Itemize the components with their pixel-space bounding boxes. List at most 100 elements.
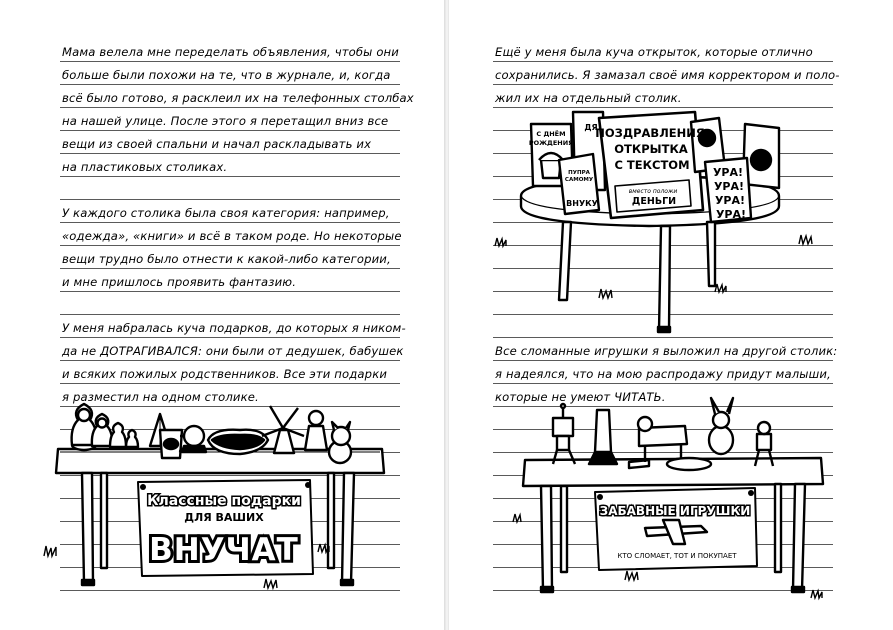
main-card-line5: ДЕНЬГИ xyxy=(632,196,676,207)
ruled-line xyxy=(493,84,833,85)
small-card-line1: ПУПРА xyxy=(568,170,590,176)
matryoshka-icon xyxy=(108,421,128,449)
table-leg xyxy=(80,471,95,585)
ruled-line xyxy=(60,314,400,315)
small-card xyxy=(557,152,601,216)
text-line: всё было готово, я расклеил их на телефо… xyxy=(62,91,414,105)
gifts-sign-line3: ВНУЧАТ xyxy=(149,532,299,568)
text-line: на нашей улице. После этого я перетащил … xyxy=(62,114,389,128)
matryoshka-icon xyxy=(124,428,140,449)
ruled-line xyxy=(493,383,833,384)
toys-sign-line2: КТО СЛОМАЕТ, ТОТ И ПОКУПАЕТ xyxy=(617,552,737,560)
birthday-card-line1: С ДНЁМ xyxy=(536,129,565,138)
table-leg xyxy=(326,471,336,570)
gifts-table-illustration: Классные подарки ДЛЯ ВАШИХ ВНУЧАТ xyxy=(43,402,386,591)
ruled-line xyxy=(493,107,833,108)
toys-sign-line1: ЗАБАВНЫЕ ИГРУШКИ xyxy=(600,504,751,518)
table-leg xyxy=(773,482,783,574)
small-card-line2: САМОМУ xyxy=(565,177,594,183)
text-line: больше были похожи на те, что в журнале,… xyxy=(62,68,391,82)
toy-bunny-icon xyxy=(707,424,735,456)
text-line: Ещё у меня была куча открыток, которые о… xyxy=(495,45,813,59)
book-gutter xyxy=(444,0,449,630)
toy-robot-icon xyxy=(551,416,575,438)
ruled-line xyxy=(493,360,833,361)
table-leg xyxy=(657,224,672,332)
birthday-card-line2: РОЖДЕНИЯ xyxy=(529,139,573,147)
ruled-line xyxy=(493,406,833,407)
ruled-line xyxy=(60,406,400,407)
ruled-line xyxy=(60,475,400,476)
ruled-line xyxy=(60,130,400,131)
toy-dish-icon xyxy=(665,456,713,472)
ruled-line xyxy=(60,107,400,108)
ruled-line xyxy=(60,268,400,269)
table-leg xyxy=(99,471,109,570)
ruled-line xyxy=(60,176,400,177)
ruled-line xyxy=(493,61,833,62)
ruled-line xyxy=(60,84,400,85)
table-leg xyxy=(340,471,356,585)
ruled-line xyxy=(60,222,400,223)
main-card-line3: С ТЕКСТОМ xyxy=(614,158,689,172)
girl-figurine-icon xyxy=(307,409,325,427)
left-page: Мама велела мне переделать объявления, ч… xyxy=(0,0,444,630)
ruled-line xyxy=(60,590,400,591)
ruled-line xyxy=(493,590,833,591)
ruled-line xyxy=(60,291,400,292)
toy-robot-small-icon xyxy=(755,432,773,452)
ruled-line xyxy=(60,61,400,62)
cat-icon xyxy=(749,148,773,172)
windmill-icon xyxy=(272,428,296,455)
grass-tufts xyxy=(494,233,823,601)
right-page: Ещё у меня была куча открыток, которые о… xyxy=(449,0,893,630)
text-line: да не ДОТРАГИВАЛСЯ: они были от дедушек,… xyxy=(62,344,404,358)
toy-rocket-icon xyxy=(593,408,613,454)
ruled-line xyxy=(60,337,400,338)
ruled-line xyxy=(493,337,833,338)
toy-horse-icon xyxy=(637,424,689,448)
text-line: Все сломанные игрушки я выложил на друго… xyxy=(495,344,838,358)
owl-icon xyxy=(697,128,717,148)
table-leg xyxy=(791,482,807,592)
hooray-line1: УРА! xyxy=(713,166,743,179)
hooray-line2: УРА! xyxy=(714,180,744,193)
ruled-line xyxy=(60,245,400,246)
gifts-sign-line2: ДЛЯ ВАШИХ xyxy=(184,511,264,524)
gifts-sign-line1: Классные подарки xyxy=(147,493,301,509)
snow-globe-icon xyxy=(182,424,206,448)
hooray-card xyxy=(703,156,753,224)
text-line: вещи из своей спальни и начал раскладыва… xyxy=(62,137,372,151)
main-card-line4: вместо положи xyxy=(629,188,678,195)
text-line: вещи трудно было отнести к какой-либо ка… xyxy=(62,252,391,266)
text-line: и мне пришлось проявить фантазию. xyxy=(62,275,297,289)
ruled-line xyxy=(60,153,400,154)
table-leg xyxy=(559,484,569,574)
hooray-line4: УРА! xyxy=(716,208,746,221)
gifts-sign xyxy=(137,479,314,577)
main-card-line2: ОТКРЫТКА xyxy=(614,142,688,156)
text-line: я надеялся, что на мою распродажу придут… xyxy=(495,367,831,381)
table-leg xyxy=(557,220,573,302)
text-line: я разместил на одном столике. xyxy=(62,390,259,404)
ruled-line xyxy=(493,452,833,453)
tall-card-text: ДЯ xyxy=(584,123,597,132)
text-line: которые не умеют ЧИТАТЬ. xyxy=(495,390,666,404)
small-card-line3: ВНУКУ xyxy=(566,199,598,208)
text-line: Мама велела мне переделать объявления, ч… xyxy=(62,45,399,59)
table-leg xyxy=(705,220,717,288)
text-line: на пластиковых столиках. xyxy=(62,160,228,174)
cupcake-icon xyxy=(539,158,563,180)
cards-table-illustration: С ДНЁМ РОЖДЕНИЯ ДЯ ПУПРА САМОМУ ВНУКУ ПО… xyxy=(494,110,825,601)
text-line: и всяких пожилых родственников. Все эти … xyxy=(62,367,388,381)
text-line: У меня набралась куча подарков, до котор… xyxy=(62,321,406,335)
table-leg xyxy=(539,484,554,592)
text-line: «одежда», «книги» и всё в таком роде. Но… xyxy=(62,229,402,243)
main-card-line1: ПОЗДРАВЛЕНИЯ xyxy=(595,126,704,140)
hooray-line3: УРА! xyxy=(715,194,745,207)
ruled-line xyxy=(60,360,400,361)
text-line: сохранились. Я замазал своё имя корректо… xyxy=(495,68,840,82)
text-line: жил их на отдельный столик. xyxy=(495,91,682,105)
ruled-line xyxy=(60,199,400,200)
grass-tufts xyxy=(43,542,330,591)
